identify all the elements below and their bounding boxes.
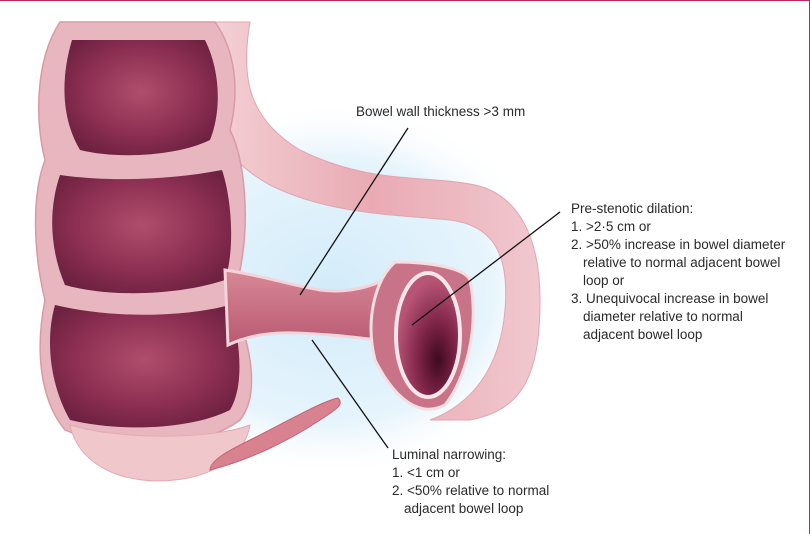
bowel-lumen-opening xyxy=(396,273,460,397)
dilation-item: relative to normal adjacent bowel xyxy=(571,254,785,272)
dilation-title: Pre-stenotic dilation: xyxy=(571,200,785,218)
narrowing-title: Luminal narrowing: xyxy=(392,446,549,464)
dilation-item: 3. Unequivocal increase in bowel xyxy=(571,290,785,308)
wall-thickness-text: Bowel wall thickness >3 mm xyxy=(356,103,525,121)
colon-haustra-middle xyxy=(52,170,231,293)
wall-thickness-label: Bowel wall thickness >3 mm xyxy=(356,103,525,121)
dilation-item: diameter relative to normal xyxy=(571,308,785,326)
pre-stenotic-dilation-label: Pre-stenotic dilation: 1. >2·5 cm or 2. … xyxy=(571,200,785,344)
colon-haustra-upper xyxy=(64,40,217,155)
dilation-item: adjacent bowel loop xyxy=(571,326,785,344)
luminal-narrowing-label: Luminal narrowing: 1. <1 cm or 2. <50% r… xyxy=(392,446,549,518)
narrowing-item: 2. <50% relative to normal xyxy=(392,482,549,500)
dilation-item: 2. >50% increase in bowel diameter xyxy=(571,236,785,254)
narrowing-item: 1. <1 cm or xyxy=(392,464,549,482)
dilation-item: loop or xyxy=(571,272,785,290)
colon-haustra-lower xyxy=(50,305,239,427)
dilation-item: 1. >2·5 cm or xyxy=(571,218,785,236)
narrowing-item: adjacent bowel loop xyxy=(392,500,549,518)
